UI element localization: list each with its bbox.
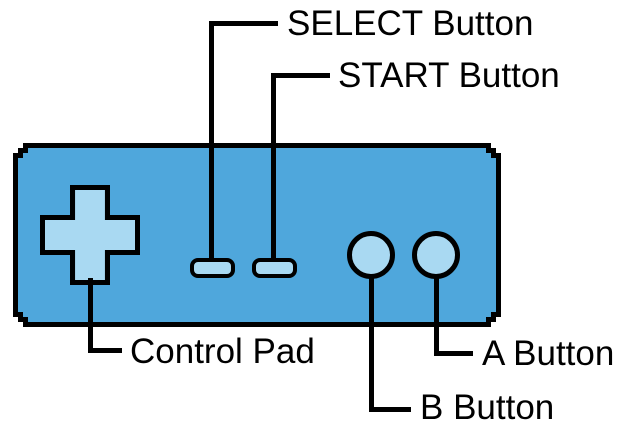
control-pad-callout-line-horizontal xyxy=(88,348,122,353)
select-callout-line-vertical xyxy=(209,21,214,262)
select-callout-line-horizontal xyxy=(209,21,278,26)
b-button-icon xyxy=(347,231,395,279)
controller-body-outline xyxy=(13,143,501,327)
a-callout-line-vertical xyxy=(434,274,439,356)
control-pad-label: Control Pad xyxy=(130,332,315,371)
b-callout-line-horizontal xyxy=(369,407,411,412)
a-callout-line-horizontal xyxy=(434,351,473,356)
control-pad-callout-line-vertical xyxy=(88,278,93,353)
start-button-label: START Button xyxy=(338,56,560,95)
a-button-label: A Button xyxy=(482,334,615,373)
b-callout-line-vertical xyxy=(369,274,374,412)
select-button-label: SELECT Button xyxy=(287,4,534,43)
start-callout-line-vertical xyxy=(271,73,276,262)
b-button-label: B Button xyxy=(420,388,555,427)
a-button-icon xyxy=(412,231,460,279)
start-callout-line-horizontal xyxy=(271,73,330,78)
